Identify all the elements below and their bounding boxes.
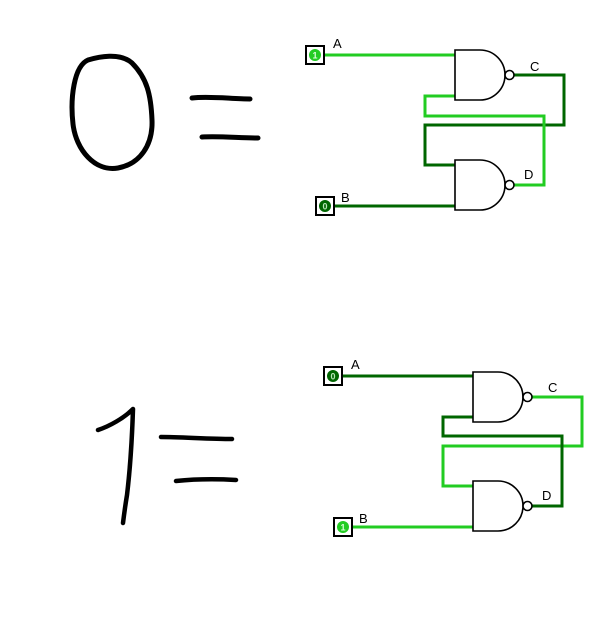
bottom-wire-d-feedback [441,415,564,508]
handwritten-equals-bottom-bar [173,477,239,484]
top-gate-1-inverter-bubble [504,69,515,81]
bottom-pin-b-led [337,521,349,533]
bottom-handwritten-equals-text: = [0,0,1,1]
bottom-pin-a-led [327,370,339,382]
top-gate-2-inverter-bubble [504,179,515,191]
top-wire-d-feedback [423,94,546,187]
bottom-input-pin-b[interactable]: 1 [333,517,353,537]
bottom-nand-gate-1 [472,371,533,423]
bottom-label-d: D [542,488,551,503]
top-input-pin-a[interactable]: 1 [305,45,325,65]
bottom-label-a: A [351,357,360,372]
bottom-handwritten-equation [95,406,239,526]
bottom-wire-c-feedback [441,395,584,488]
bottom-pin-a-value: 0 [330,372,335,382]
top-label-a: A [333,36,342,51]
top-pin-b-led [319,200,331,212]
handwritten-digit-zero [69,53,155,171]
top-circuit [324,53,566,208]
top-handwritten-equation [69,53,261,171]
handwritten-equals-top-bar [189,94,253,102]
bottom-gate-1-inverter-bubble [522,391,533,403]
top-input-pin-b[interactable]: 0 [315,196,335,216]
top-wire-c-feedback [423,73,566,167]
bottom-nand-gate-2 [472,480,533,532]
top-label-b: B [341,190,350,205]
top-label-c: C [530,59,539,74]
bottom-label-b: B [359,511,368,526]
handwritten-digit-one [95,406,136,526]
bottom-input-pin-a[interactable]: 0 [323,366,343,386]
top-nand-gate-2 [454,159,515,211]
bottom-label-c: C [548,380,557,395]
top-nand-gate-1 [454,49,515,101]
bottom-gate-2-inverter-bubble [522,500,533,512]
top-pin-a-value: 1 [312,51,317,61]
handwritten-equals-top-bar [158,434,235,442]
bottom-pin-b-value: 1 [340,523,345,533]
top-pin-a-led [309,49,321,61]
top-pin-b-value: 0 [322,202,327,212]
bottom-circuit [342,374,584,529]
top-label-d: D [524,167,533,182]
handwritten-equals-bottom-bar [199,134,261,141]
